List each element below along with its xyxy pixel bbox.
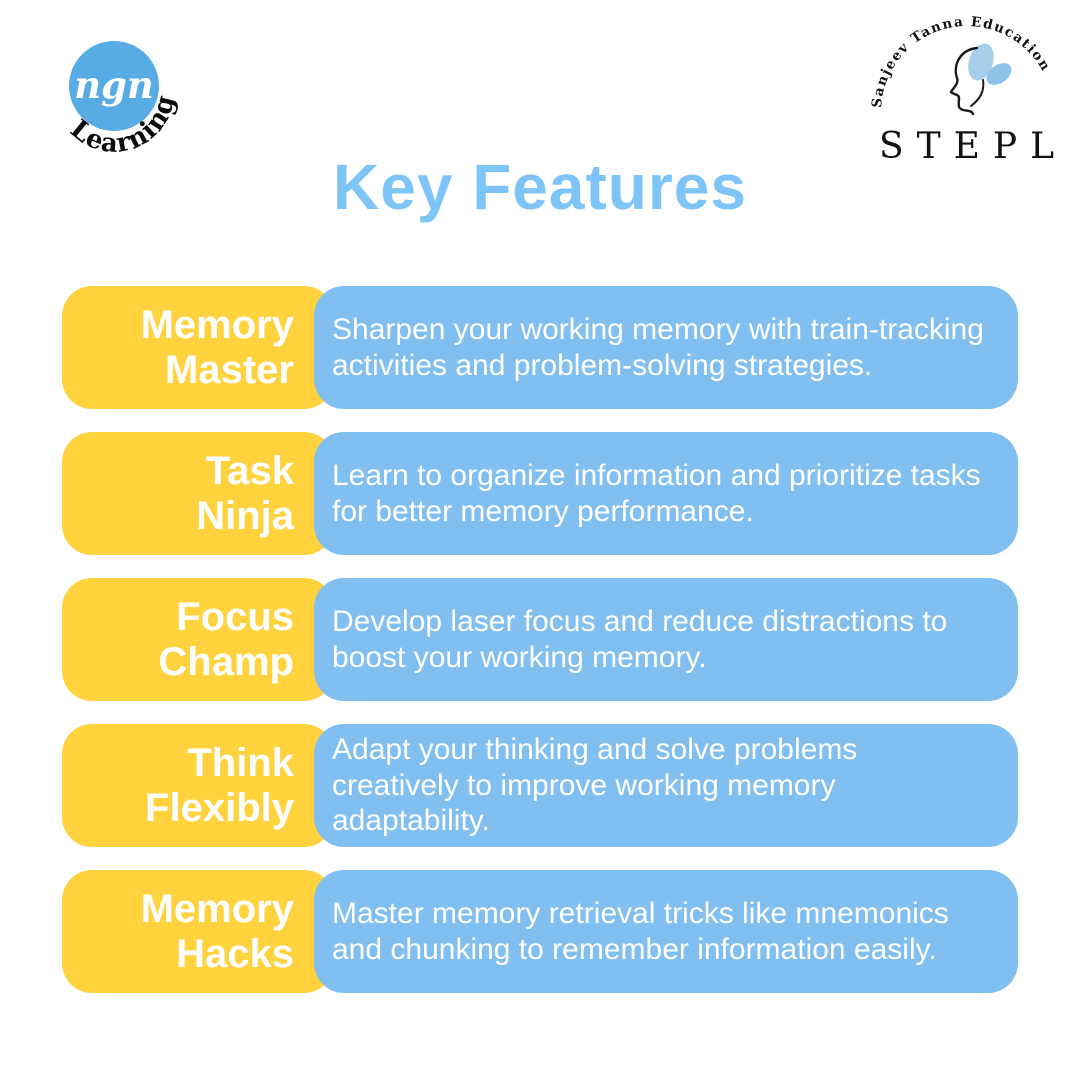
feature-description: Sharpen your working memory with train-t…	[332, 313, 984, 382]
features-list: Memory Master Sharpen your working memor…	[62, 286, 1018, 993]
feature-description: Master memory retrieval tricks like mnem…	[332, 897, 949, 966]
feature-row-think-flexibly: Think Flexibly Adapt your thinking and s…	[62, 724, 1018, 847]
feature-row-focus-champ: Focus Champ Develop laser focus and redu…	[62, 578, 1018, 701]
feature-title: Task Ninja	[196, 448, 294, 538]
feature-description-box: Develop laser focus and reduce distracti…	[314, 578, 1018, 701]
feature-description: Develop laser focus and reduce distracti…	[332, 605, 948, 674]
feature-title: Think Flexibly	[145, 740, 294, 830]
face-with-flowers-icon	[949, 43, 1012, 116]
feature-title-box: Task Ninja	[62, 432, 334, 555]
stepl-wordmark: STEPL	[879, 126, 1067, 167]
feature-title-box: Think Flexibly	[62, 724, 334, 847]
feature-description: Learn to organize information and priori…	[332, 459, 981, 528]
feature-title: Memory Master	[140, 302, 294, 392]
feature-description: Adapt your thinking and solve problems c…	[332, 733, 858, 838]
feature-row-memory-master: Memory Master Sharpen your working memor…	[62, 286, 1018, 409]
feature-title: Memory Hacks	[140, 886, 294, 976]
feature-description-box: Sharpen your working memory with train-t…	[314, 286, 1018, 409]
ngn-learning-logo: ngn Learning	[64, 41, 180, 159]
feature-title-box: Memory Hacks	[62, 870, 334, 993]
feature-description-box: Master memory retrieval tricks like mnem…	[314, 870, 1018, 993]
feature-title-box: Focus Champ	[62, 578, 334, 701]
stepl-logo: Sanjeev Tanna Education STEPL	[869, 14, 1067, 167]
ngn-circle-text: ngn	[74, 63, 154, 107]
feature-title: Focus Champ	[158, 594, 294, 684]
ngn-circle-icon	[69, 41, 159, 131]
feature-description-box: Learn to organize information and priori…	[314, 432, 1018, 555]
stepl-arc-text: Sanjeev Tanna Education	[869, 14, 1054, 109]
page-title: Key Features	[333, 151, 747, 223]
feature-title-box: Memory Master	[62, 286, 334, 409]
feature-description-box: Adapt your thinking and solve problems c…	[314, 724, 1018, 847]
feature-row-memory-hacks: Memory Hacks Master memory retrieval tri…	[62, 870, 1018, 993]
feature-row-task-ninja: Task Ninja Learn to organize information…	[62, 432, 1018, 555]
